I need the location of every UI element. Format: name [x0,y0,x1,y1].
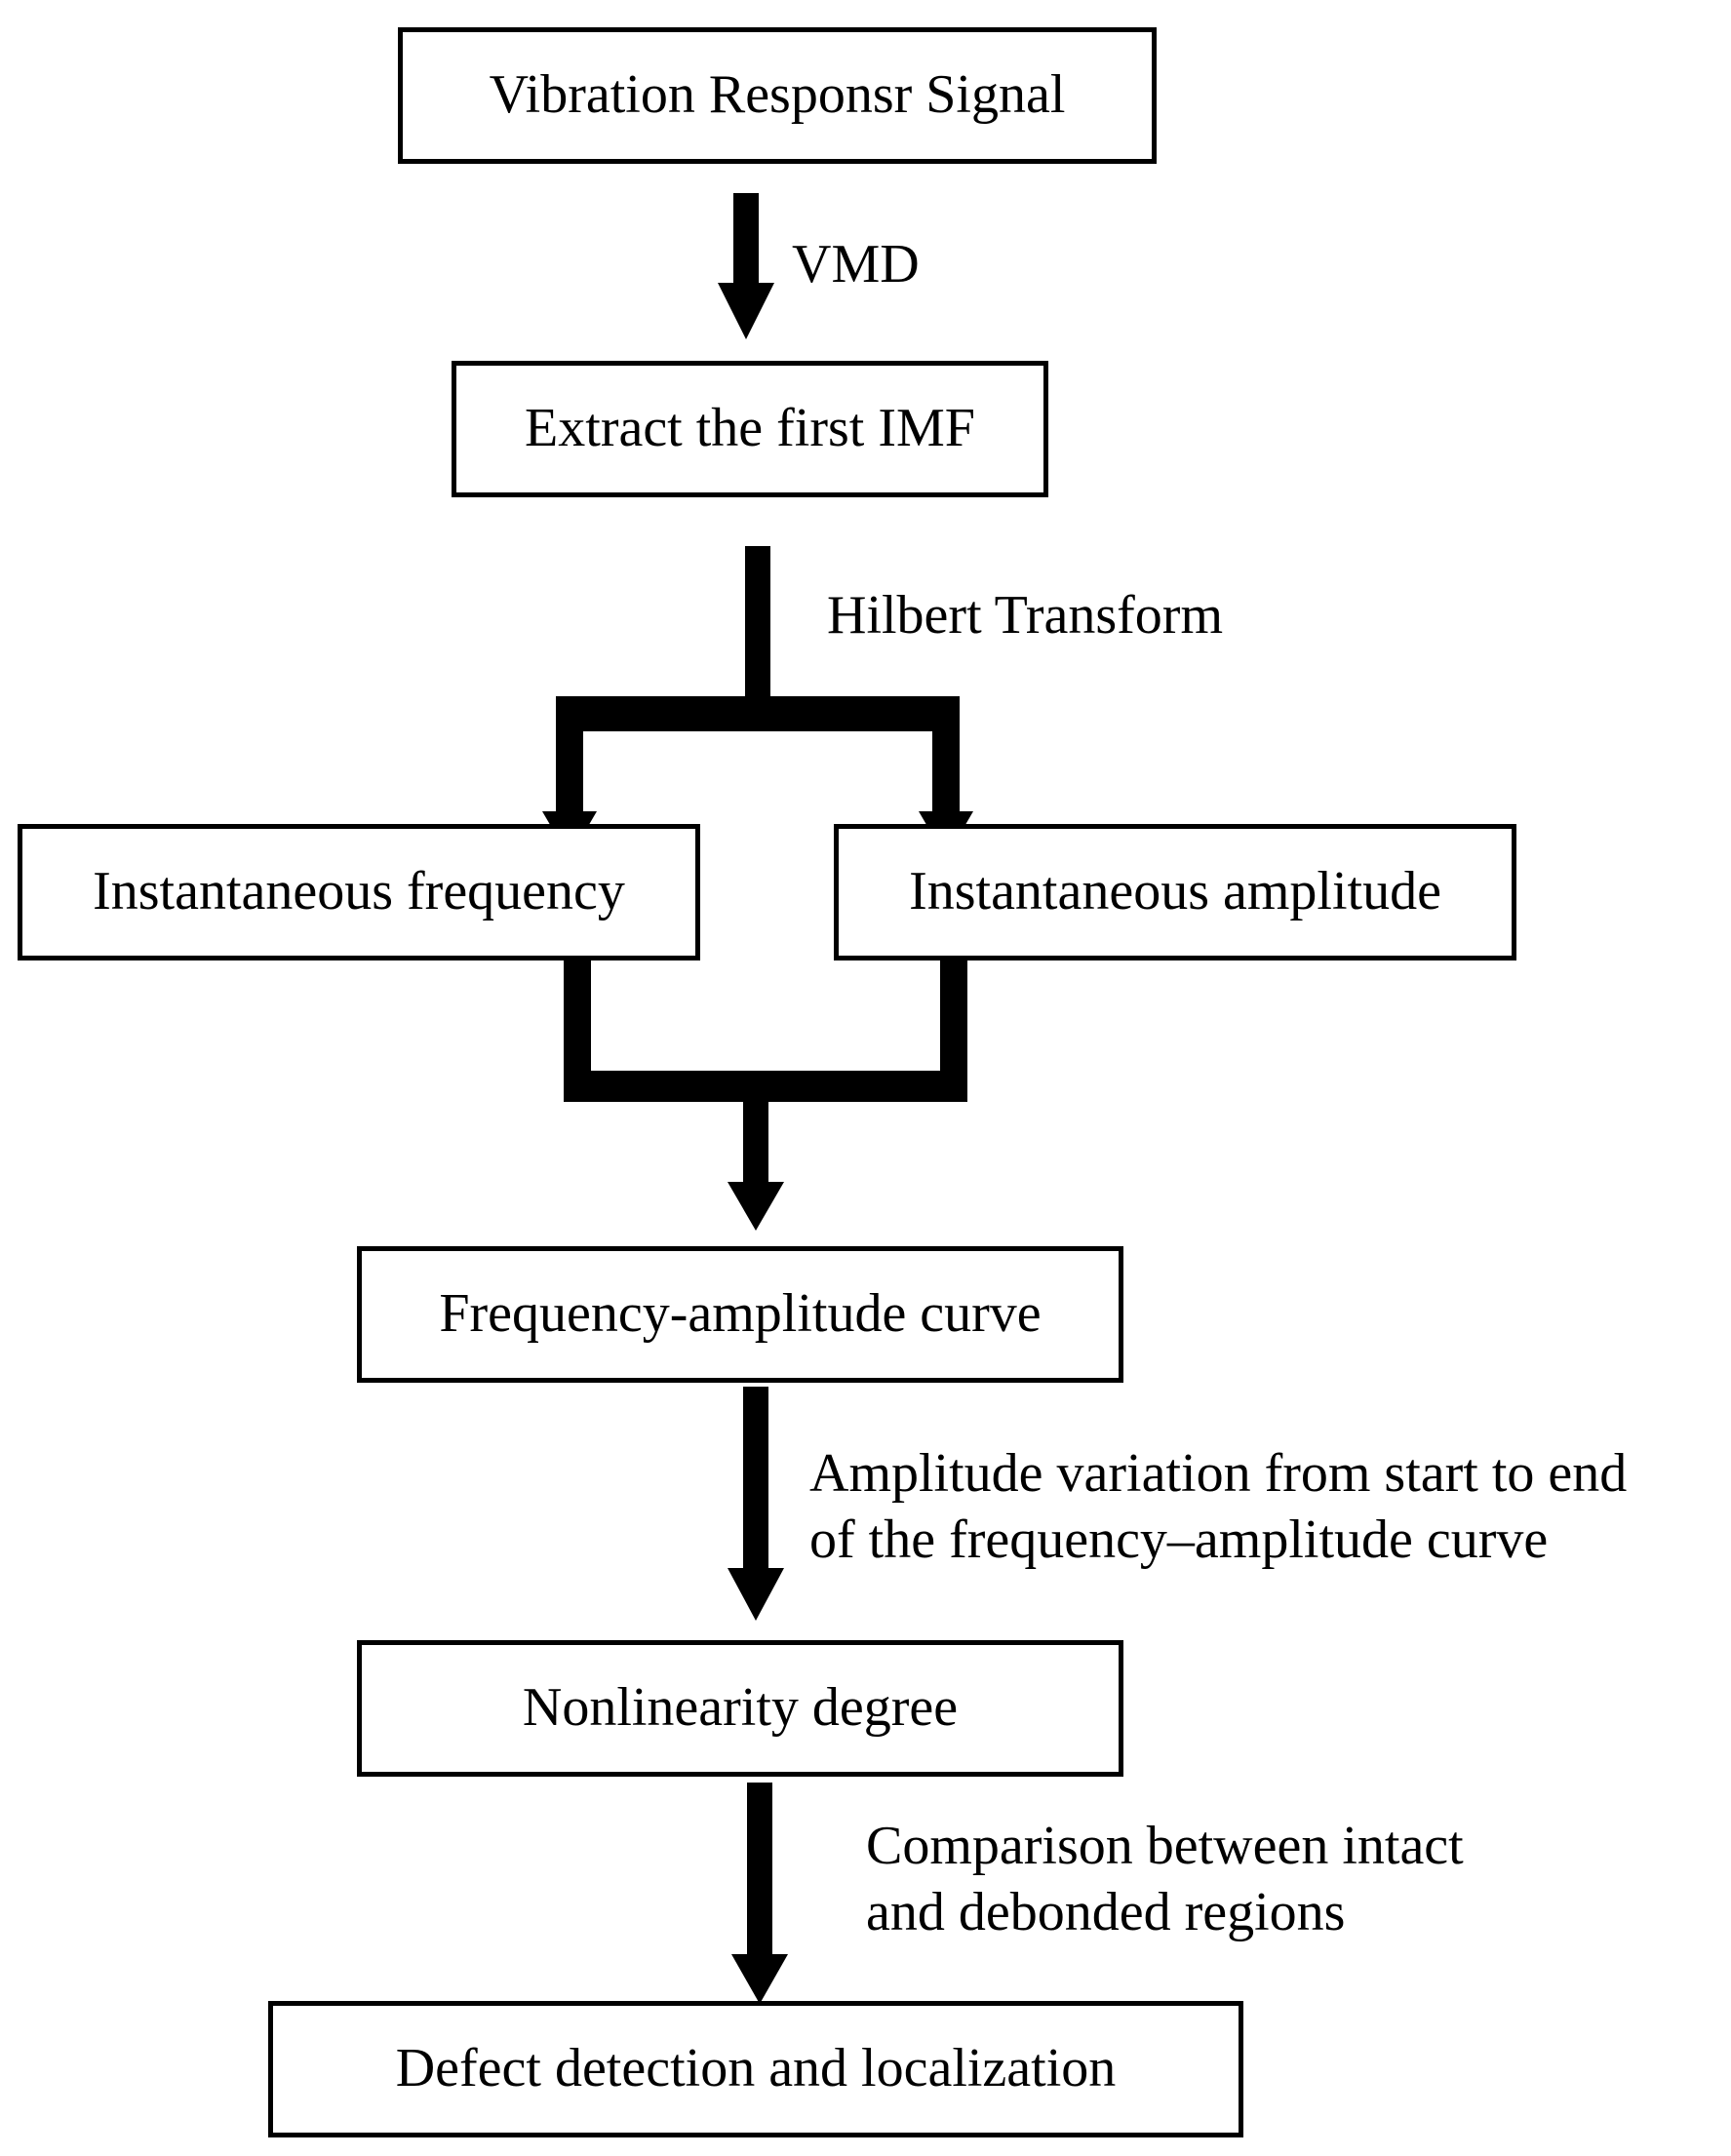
node-instantaneous-amplitude[interactable]: Instantaneous amplitude [834,824,1516,960]
arrow-nonlinearity-to-defect [731,1783,788,2004]
arrow-signal-to-imf [718,193,774,339]
node-label: Instantaneous frequency [93,861,625,922]
node-instantaneous-frequency[interactable]: Instantaneous frequency [18,824,700,960]
node-defect-detection-localization[interactable]: Defect detection and localization [268,2001,1243,2137]
node-extract-first-imf[interactable]: Extract the first IMF [452,361,1048,497]
edge-label-amplitude-variation-line2: of the frequency–amplitude curve [809,1509,1549,1570]
node-label: Defect detection and localization [395,2038,1117,2099]
node-label: Vibration Responsr Signal [489,64,1066,126]
node-label: Extract the first IMF [525,398,975,459]
node-nonlinearity-degree[interactable]: Nonlinearity degree [357,1640,1123,1777]
arrow-merge-to-curve [564,956,967,1231]
edge-label-comparison-line2: and debonded regions [866,1882,1346,1942]
edge-label-hilbert-transform: Hilbert Transform [827,585,1223,646]
arrow-curve-to-nonlinearity [728,1387,784,1621]
node-vibration-response-signal[interactable]: Vibration Responsr Signal [398,27,1157,164]
edge-label-comparison-line1: Comparison between intact [866,1816,1464,1876]
node-label: Instantaneous amplitude [909,861,1441,922]
edge-label-vmd: VMD [792,234,920,294]
edge-label-amplitude-variation-line1: Amplitude variation from start to end [809,1443,1628,1504]
node-label: Nonlinearity degree [522,1677,959,1739]
node-label: Frequency-amplitude curve [439,1283,1042,1345]
node-frequency-amplitude-curve[interactable]: Frequency-amplitude curve [357,1246,1123,1383]
